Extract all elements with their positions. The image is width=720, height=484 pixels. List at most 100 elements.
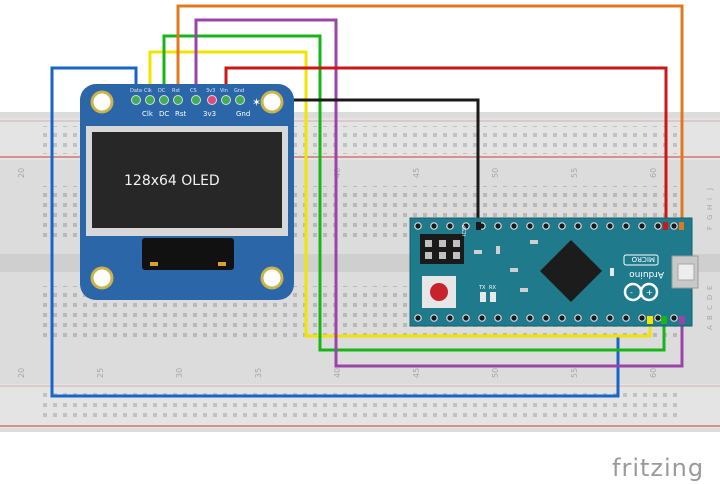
arduino-header-pin[interactable] <box>638 222 646 230</box>
oled-pin-gnd[interactable] <box>235 95 245 105</box>
wire-blue[interactable] <box>50 66 620 398</box>
row-letter: F <box>706 226 714 230</box>
arduino-header-pin[interactable] <box>430 222 438 230</box>
arduino-header-pin[interactable] <box>446 314 454 322</box>
oled-pin-top-label: Clk <box>144 88 152 94</box>
row-letter: C <box>706 305 714 310</box>
arduino-header-pin[interactable] <box>510 314 518 322</box>
oled-pin-data[interactable] <box>131 95 141 105</box>
arduino-header-pin[interactable] <box>670 314 678 322</box>
arduino-header-pin[interactable] <box>670 222 678 230</box>
arduino-header-pin[interactable] <box>622 314 630 322</box>
arduino-header-pin[interactable] <box>526 222 534 230</box>
column-number-top: 45 <box>412 168 421 178</box>
mount-hole-icon <box>90 90 114 114</box>
oled-pin-label-gnd: Gnd <box>236 110 250 118</box>
oled-pin-top-label: Gnd <box>234 88 244 94</box>
oled-pin-labels: Clk DC Rst 3v3 Gnd <box>142 110 250 118</box>
arduino-header-pin[interactable] <box>558 222 566 230</box>
arduino-header-pin[interactable] <box>494 314 502 322</box>
arduino-header-pin[interactable] <box>542 314 550 322</box>
oled-pin-label-dc: DC <box>159 110 169 118</box>
column-number-top: 55 <box>570 168 579 178</box>
column-number-bottom: 35 <box>254 368 263 378</box>
oled-pin-top-label: Rst <box>172 88 180 94</box>
column-number-bottom: 25 <box>96 368 105 378</box>
arduino-header-pin[interactable] <box>494 222 502 230</box>
column-number-bottom: 60 <box>649 368 658 378</box>
row-letter: E <box>706 286 714 290</box>
arduino-header-pin[interactable] <box>590 314 598 322</box>
arduino-header-pin[interactable] <box>542 222 550 230</box>
arduino-top-header <box>414 222 678 230</box>
oled-pin-clk[interactable] <box>145 95 155 105</box>
arduino-header-pin[interactable] <box>558 314 566 322</box>
row-letter: A <box>706 325 714 330</box>
bottom-power-rail <box>0 384 720 428</box>
oled-pin-dc[interactable] <box>159 95 169 105</box>
wire-yellow[interactable] <box>148 50 652 338</box>
arduino-header-pin[interactable] <box>430 314 438 322</box>
arduino-header-pin[interactable] <box>526 314 534 322</box>
row-letter: J <box>706 188 714 191</box>
oled-pin-top-label: 3v3 <box>206 88 215 94</box>
arduino-header-pin[interactable] <box>414 222 422 230</box>
oled-pin-label-3v3: 3v3 <box>203 110 216 118</box>
oled-pin-3v3[interactable] <box>207 95 217 105</box>
svg-text:-: - <box>630 288 633 297</box>
arduino-header-pin[interactable] <box>654 222 662 230</box>
oled-pin-label-clk: Clk <box>142 110 154 118</box>
column-number-bottom: 20 <box>17 368 26 378</box>
oled-pin-label-rst: Rst <box>175 110 187 118</box>
wire-ends <box>476 222 685 324</box>
column-number-top: 60 <box>649 168 658 178</box>
arduino-header-pin[interactable] <box>462 222 470 230</box>
column-number-bottom: 45 <box>412 368 421 378</box>
icsp-label: ICSP <box>462 225 468 236</box>
arduino-header-pin[interactable] <box>606 222 614 230</box>
wire-black[interactable] <box>264 98 480 226</box>
oled-pin-rst[interactable] <box>173 95 183 105</box>
oled-pin-vin[interactable] <box>221 95 231 105</box>
arduino-header-pin[interactable] <box>478 314 486 322</box>
fritzing-watermark: fritzing <box>612 454 704 482</box>
oled-pin-cs[interactable] <box>191 95 201 105</box>
arduino-micro[interactable]: ICSP TX RX - + Arduino MICRO <box>409 217 699 327</box>
arduino-bottom-header <box>414 314 678 322</box>
arduino-header-pin[interactable] <box>606 314 614 322</box>
arduino-header-pin[interactable] <box>510 222 518 230</box>
row-letter: H <box>706 205 714 210</box>
rx-led <box>490 292 496 302</box>
oled-pin-top-label: Vin <box>220 88 228 94</box>
oled-screen-text: 128x64 OLED <box>124 173 220 189</box>
column-number-top: 50 <box>491 168 500 178</box>
mount-hole-icon <box>90 266 114 290</box>
arduino-header-pin[interactable] <box>574 222 582 230</box>
arduino-header-pin[interactable] <box>638 314 646 322</box>
column-number-bottom: 40 <box>333 368 342 378</box>
oled-pin-top-label: DC <box>158 88 166 94</box>
arduino-header-pin[interactable] <box>654 314 662 322</box>
svg-text:+: + <box>646 288 653 297</box>
arduino-header-pin[interactable] <box>446 222 454 230</box>
arduino-logo-icon: - + <box>623 282 659 302</box>
arduino-header-pin[interactable] <box>462 314 470 322</box>
oled-pin-top-label: Data <box>130 88 142 94</box>
arduino-header-pin[interactable] <box>590 222 598 230</box>
arduino-header-pin[interactable] <box>622 222 630 230</box>
wire-orange[interactable] <box>176 4 684 226</box>
arduino-model: MICRO <box>631 255 655 263</box>
arduino-header-pin[interactable] <box>414 314 422 322</box>
row-letter: B <box>706 315 714 320</box>
arduino-header-pin[interactable] <box>574 314 582 322</box>
star-logo-icon: ✶ <box>252 96 261 109</box>
row-letter: D <box>706 295 714 300</box>
wire-green[interactable] <box>162 34 666 352</box>
wire-purple[interactable] <box>194 18 684 368</box>
rx-label: RX <box>489 285 496 291</box>
column-number-bottom: 30 <box>175 368 184 378</box>
